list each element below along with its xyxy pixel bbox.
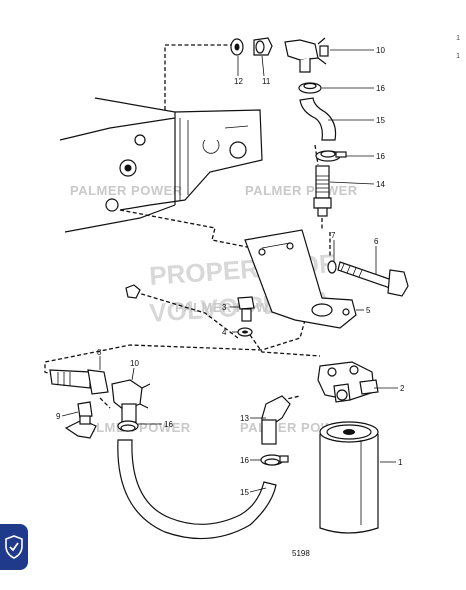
callout-label: 14 xyxy=(376,180,385,189)
callouts: 10 12 11 16 15 16 14 7 6 3 4 5 8 10 2 9 … xyxy=(56,46,405,497)
watermark: PALMER POWER xyxy=(245,183,358,198)
leader-lines xyxy=(61,49,398,493)
hose-15-lower xyxy=(117,439,277,540)
callout-label: 15 xyxy=(376,116,385,125)
callout-label: 4 xyxy=(222,328,227,337)
edge-marks: 1 1 xyxy=(456,30,460,66)
callout-label: 3 xyxy=(222,303,227,312)
callout-label: 16 xyxy=(376,152,385,161)
elbow-13 xyxy=(261,395,291,445)
watermark: PALMER POWER xyxy=(70,183,183,198)
callout-label: 16 xyxy=(376,84,385,93)
shield-check-icon xyxy=(5,535,23,559)
callout-label: 10 xyxy=(130,359,139,368)
callout-label: 9 xyxy=(56,412,61,421)
figure-number: 5198 xyxy=(292,549,310,558)
hose-15-top xyxy=(299,97,337,141)
filter-cartridge-1 xyxy=(319,421,379,534)
callout-label: 8 xyxy=(97,348,102,357)
washer-4 xyxy=(237,327,253,337)
callout-label: 1 xyxy=(398,458,403,467)
washer-12 xyxy=(230,38,244,56)
fitting-8 xyxy=(49,369,109,395)
callout-label: 7 xyxy=(331,231,336,240)
engine-block xyxy=(59,97,263,233)
hose-clamp-16-lower-right xyxy=(260,454,289,466)
hose-clamp-16-lower-left xyxy=(117,420,139,432)
watermark: PALMER POWER xyxy=(175,300,288,315)
bolt-6 xyxy=(337,261,409,297)
callout-label: 5 xyxy=(366,306,371,315)
washer-7 xyxy=(327,260,337,274)
shield-badge[interactable] xyxy=(0,524,28,570)
callout-label: 10 xyxy=(376,46,385,55)
banjo-fitting-10-top xyxy=(284,37,329,73)
callout-label: 6 xyxy=(374,237,379,246)
callout-label: 15 xyxy=(240,488,249,497)
routing-lines xyxy=(44,44,331,409)
bracket-5 xyxy=(244,229,357,329)
callout-label: 2 xyxy=(400,384,405,393)
edge-mark: 1 xyxy=(456,53,460,60)
hose-clamp-16-top xyxy=(298,82,322,94)
hose-clamp-16-mid xyxy=(315,150,347,162)
callout-label: 16 xyxy=(164,420,173,429)
drain-cock-9 xyxy=(64,401,97,439)
bolt-3 xyxy=(237,296,255,322)
pipe-nipple-14 xyxy=(313,165,332,217)
banjo-fitting-10-lower xyxy=(111,379,151,423)
union-nut-11 xyxy=(253,37,273,56)
callout-label: 16 xyxy=(240,456,249,465)
callout-label: 13 xyxy=(240,414,249,423)
callout-label: 12 xyxy=(234,77,243,86)
filter-head-2 xyxy=(317,361,379,403)
small-nut xyxy=(125,284,141,299)
edge-mark: 1 xyxy=(456,35,460,42)
callout-label: 11 xyxy=(262,77,271,86)
